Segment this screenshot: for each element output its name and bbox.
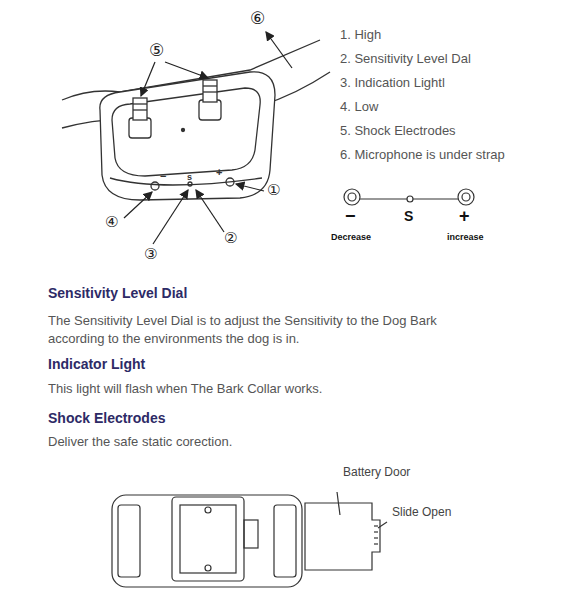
section-body: This light will flash when The Bark Coll…: [48, 381, 322, 397]
callout-number: ③: [144, 245, 157, 263]
dial-caption: increase: [447, 232, 484, 243]
dial-caption: Decrease: [331, 232, 371, 243]
legend-item: 4. Low: [340, 99, 378, 115]
callout-number: ④: [105, 213, 118, 231]
button-mark: +: [216, 166, 222, 179]
section-heading: Sensitivity Level Dial: [48, 285, 187, 302]
button-mark: −: [160, 170, 166, 183]
callout-number: ⑤: [149, 40, 164, 60]
dial-symbol: −: [345, 206, 356, 228]
legend-item: 6. Microphone is under strap: [340, 147, 505, 163]
section-body: Deliver the safe static corection.: [48, 434, 232, 450]
dial-symbol: +: [459, 206, 470, 228]
legend-item: 2. Sensitivity Level Dal: [340, 51, 471, 67]
legend-item: 1. High: [340, 27, 381, 43]
part-label: Slide Open: [392, 505, 451, 519]
legend-item: 3. Indication Lightl: [340, 75, 445, 91]
callout-number: ②: [224, 229, 237, 247]
part-label: Battery Door: [343, 465, 410, 479]
section-body: The Sensitivity Level Dial is to adjust …: [48, 312, 468, 348]
button-mark: s: [187, 172, 192, 183]
dial-symbol: S: [404, 208, 413, 225]
legend-item: 5. Shock Electrodes: [340, 123, 456, 139]
callout-number: ①: [267, 181, 280, 199]
section-heading: Indicator Light: [48, 356, 145, 373]
callout-number: ⑥: [250, 8, 265, 28]
section-heading: Shock Electrodes: [48, 410, 166, 427]
